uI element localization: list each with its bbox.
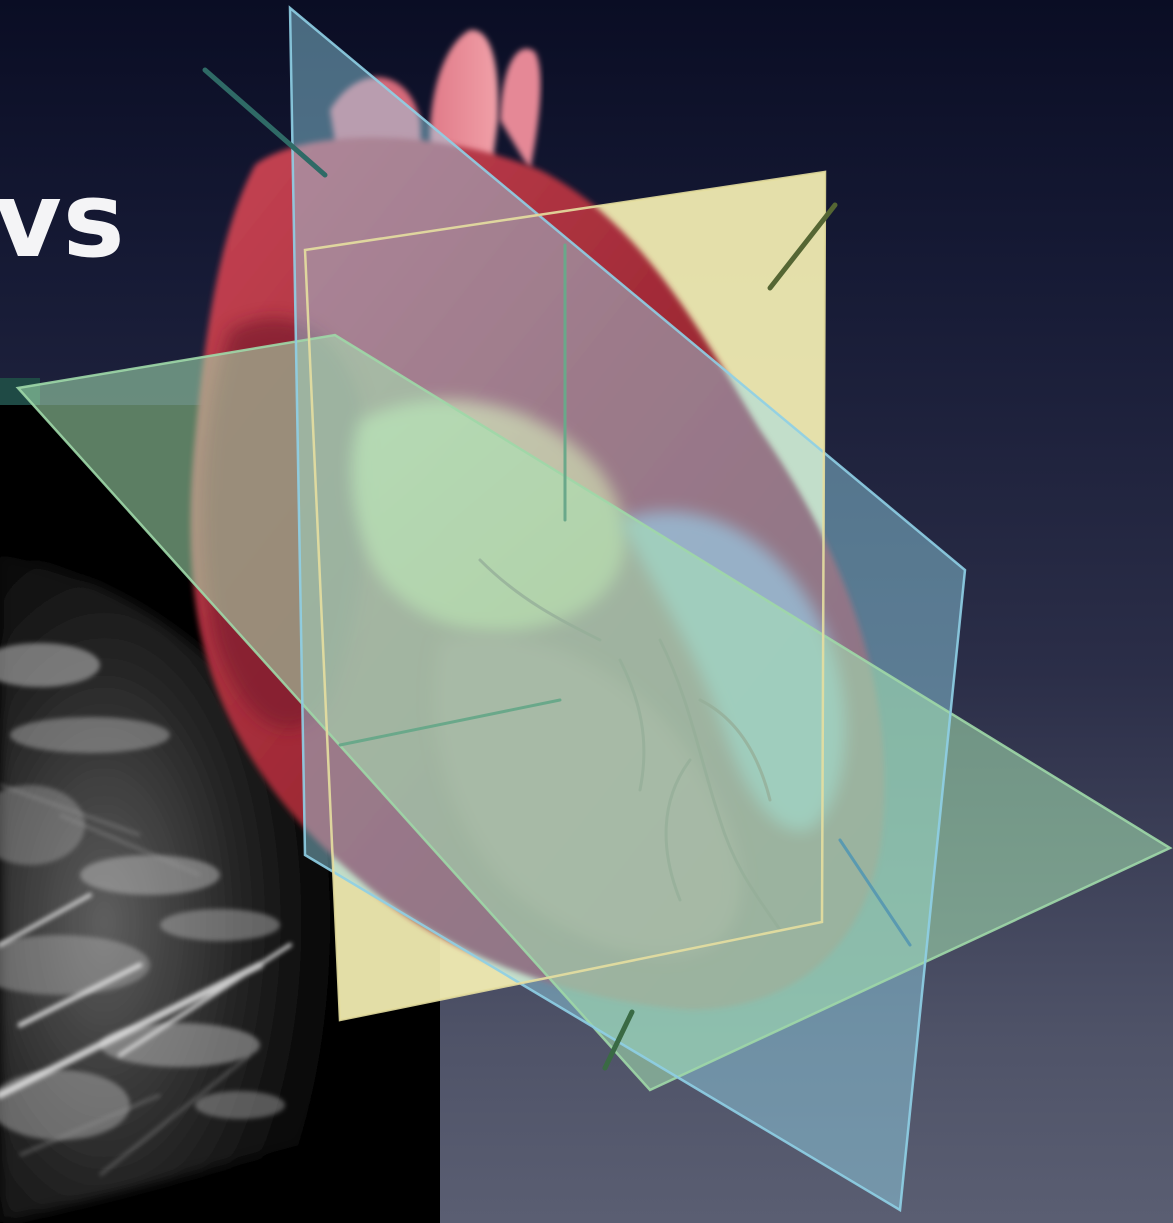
presentation-slide: vs	[0, 0, 1173, 1223]
heart-planes-illustration	[0, 0, 1173, 1223]
